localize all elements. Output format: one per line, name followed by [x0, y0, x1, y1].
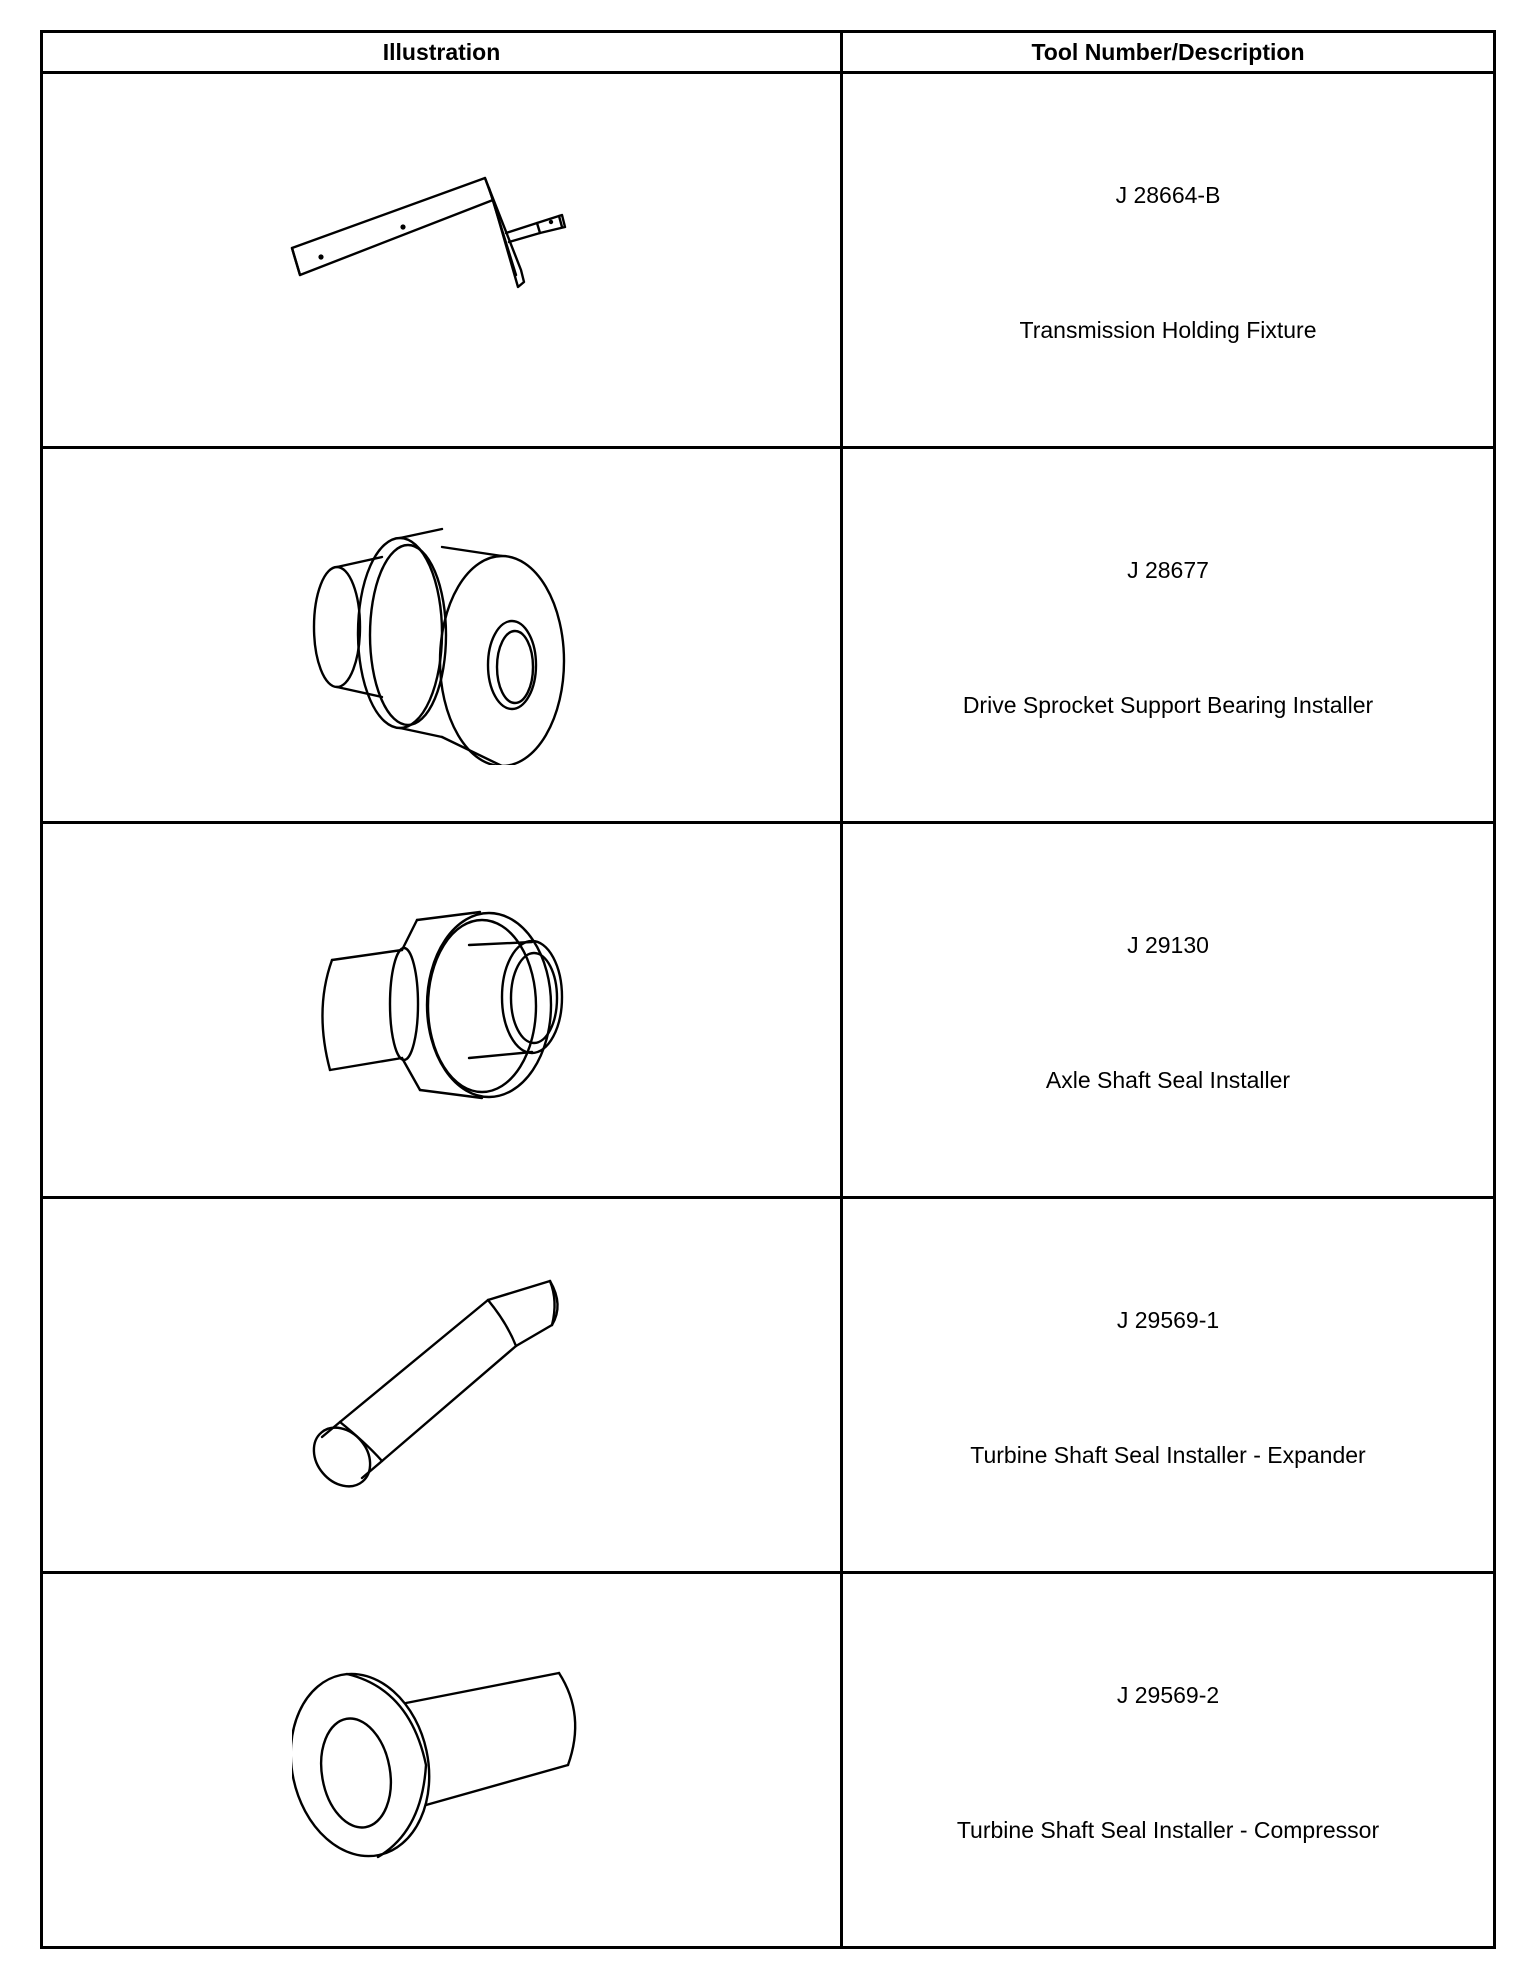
tool-number: J 28677 [1127, 557, 1209, 583]
tool-description: Turbine Shaft Seal Installer - Expander [970, 1442, 1366, 1468]
bearing-installer-icon [312, 527, 565, 765]
description-cell: J 28664-B Transmission Holding Fixture [840, 71, 1496, 449]
tool-row: J 29569-2 Turbine Shaft Seal Installer -… [40, 1571, 1496, 1949]
tool-description: Axle Shaft Seal Installer [1045, 1067, 1291, 1093]
header-row: Illustration Tool Number/Description [40, 30, 1496, 74]
description-cell: J 29569-2 Turbine Shaft Seal Installer -… [840, 1571, 1496, 1949]
special-tools-table: Illustration Tool Number/Description J 2… [40, 30, 1496, 1949]
illustration-cell [40, 446, 843, 824]
tool-number: J 29569-2 [1116, 1682, 1220, 1708]
description-cell: J 28677 Drive Sprocket Support Bearing I… [840, 446, 1496, 824]
tool-row: J 28677 Drive Sprocket Support Bearing I… [40, 446, 1496, 824]
holding-fixture-icon [290, 176, 566, 289]
tool-number: J 28664-B [1115, 182, 1221, 208]
description-cell: J 29130 Axle Shaft Seal Installer [840, 821, 1496, 1199]
description-cell: J 29569-1 Turbine Shaft Seal Installer -… [840, 1196, 1496, 1574]
tool-description: Drive Sprocket Support Bearing Installer [962, 692, 1374, 718]
tool-description: Turbine Shaft Seal Installer - Compresso… [956, 1817, 1380, 1843]
tool-header: Tool Number/Description [840, 30, 1496, 74]
tool-row: J 29130 Axle Shaft Seal Installer [40, 821, 1496, 1199]
tool-row: J 28664-B Transmission Holding Fixture [40, 71, 1496, 449]
illustration-cell [40, 1571, 843, 1949]
tool-number: J 29130 [1127, 932, 1209, 958]
axle-seal-installer-icon [320, 910, 563, 1100]
illustration-cell [40, 71, 843, 449]
tool-number: J 29569-1 [1116, 1307, 1220, 1333]
illustration-cell [40, 821, 843, 1199]
tool-row: J 29569-1 Turbine Shaft Seal Installer -… [40, 1196, 1496, 1574]
illustration-header: Illustration [40, 30, 843, 74]
illustration-cell [40, 1196, 843, 1574]
tool-description: Transmission Holding Fixture [1019, 317, 1317, 343]
seal-compressor-icon [291, 1671, 576, 1859]
seal-expander-icon [312, 1279, 559, 1488]
